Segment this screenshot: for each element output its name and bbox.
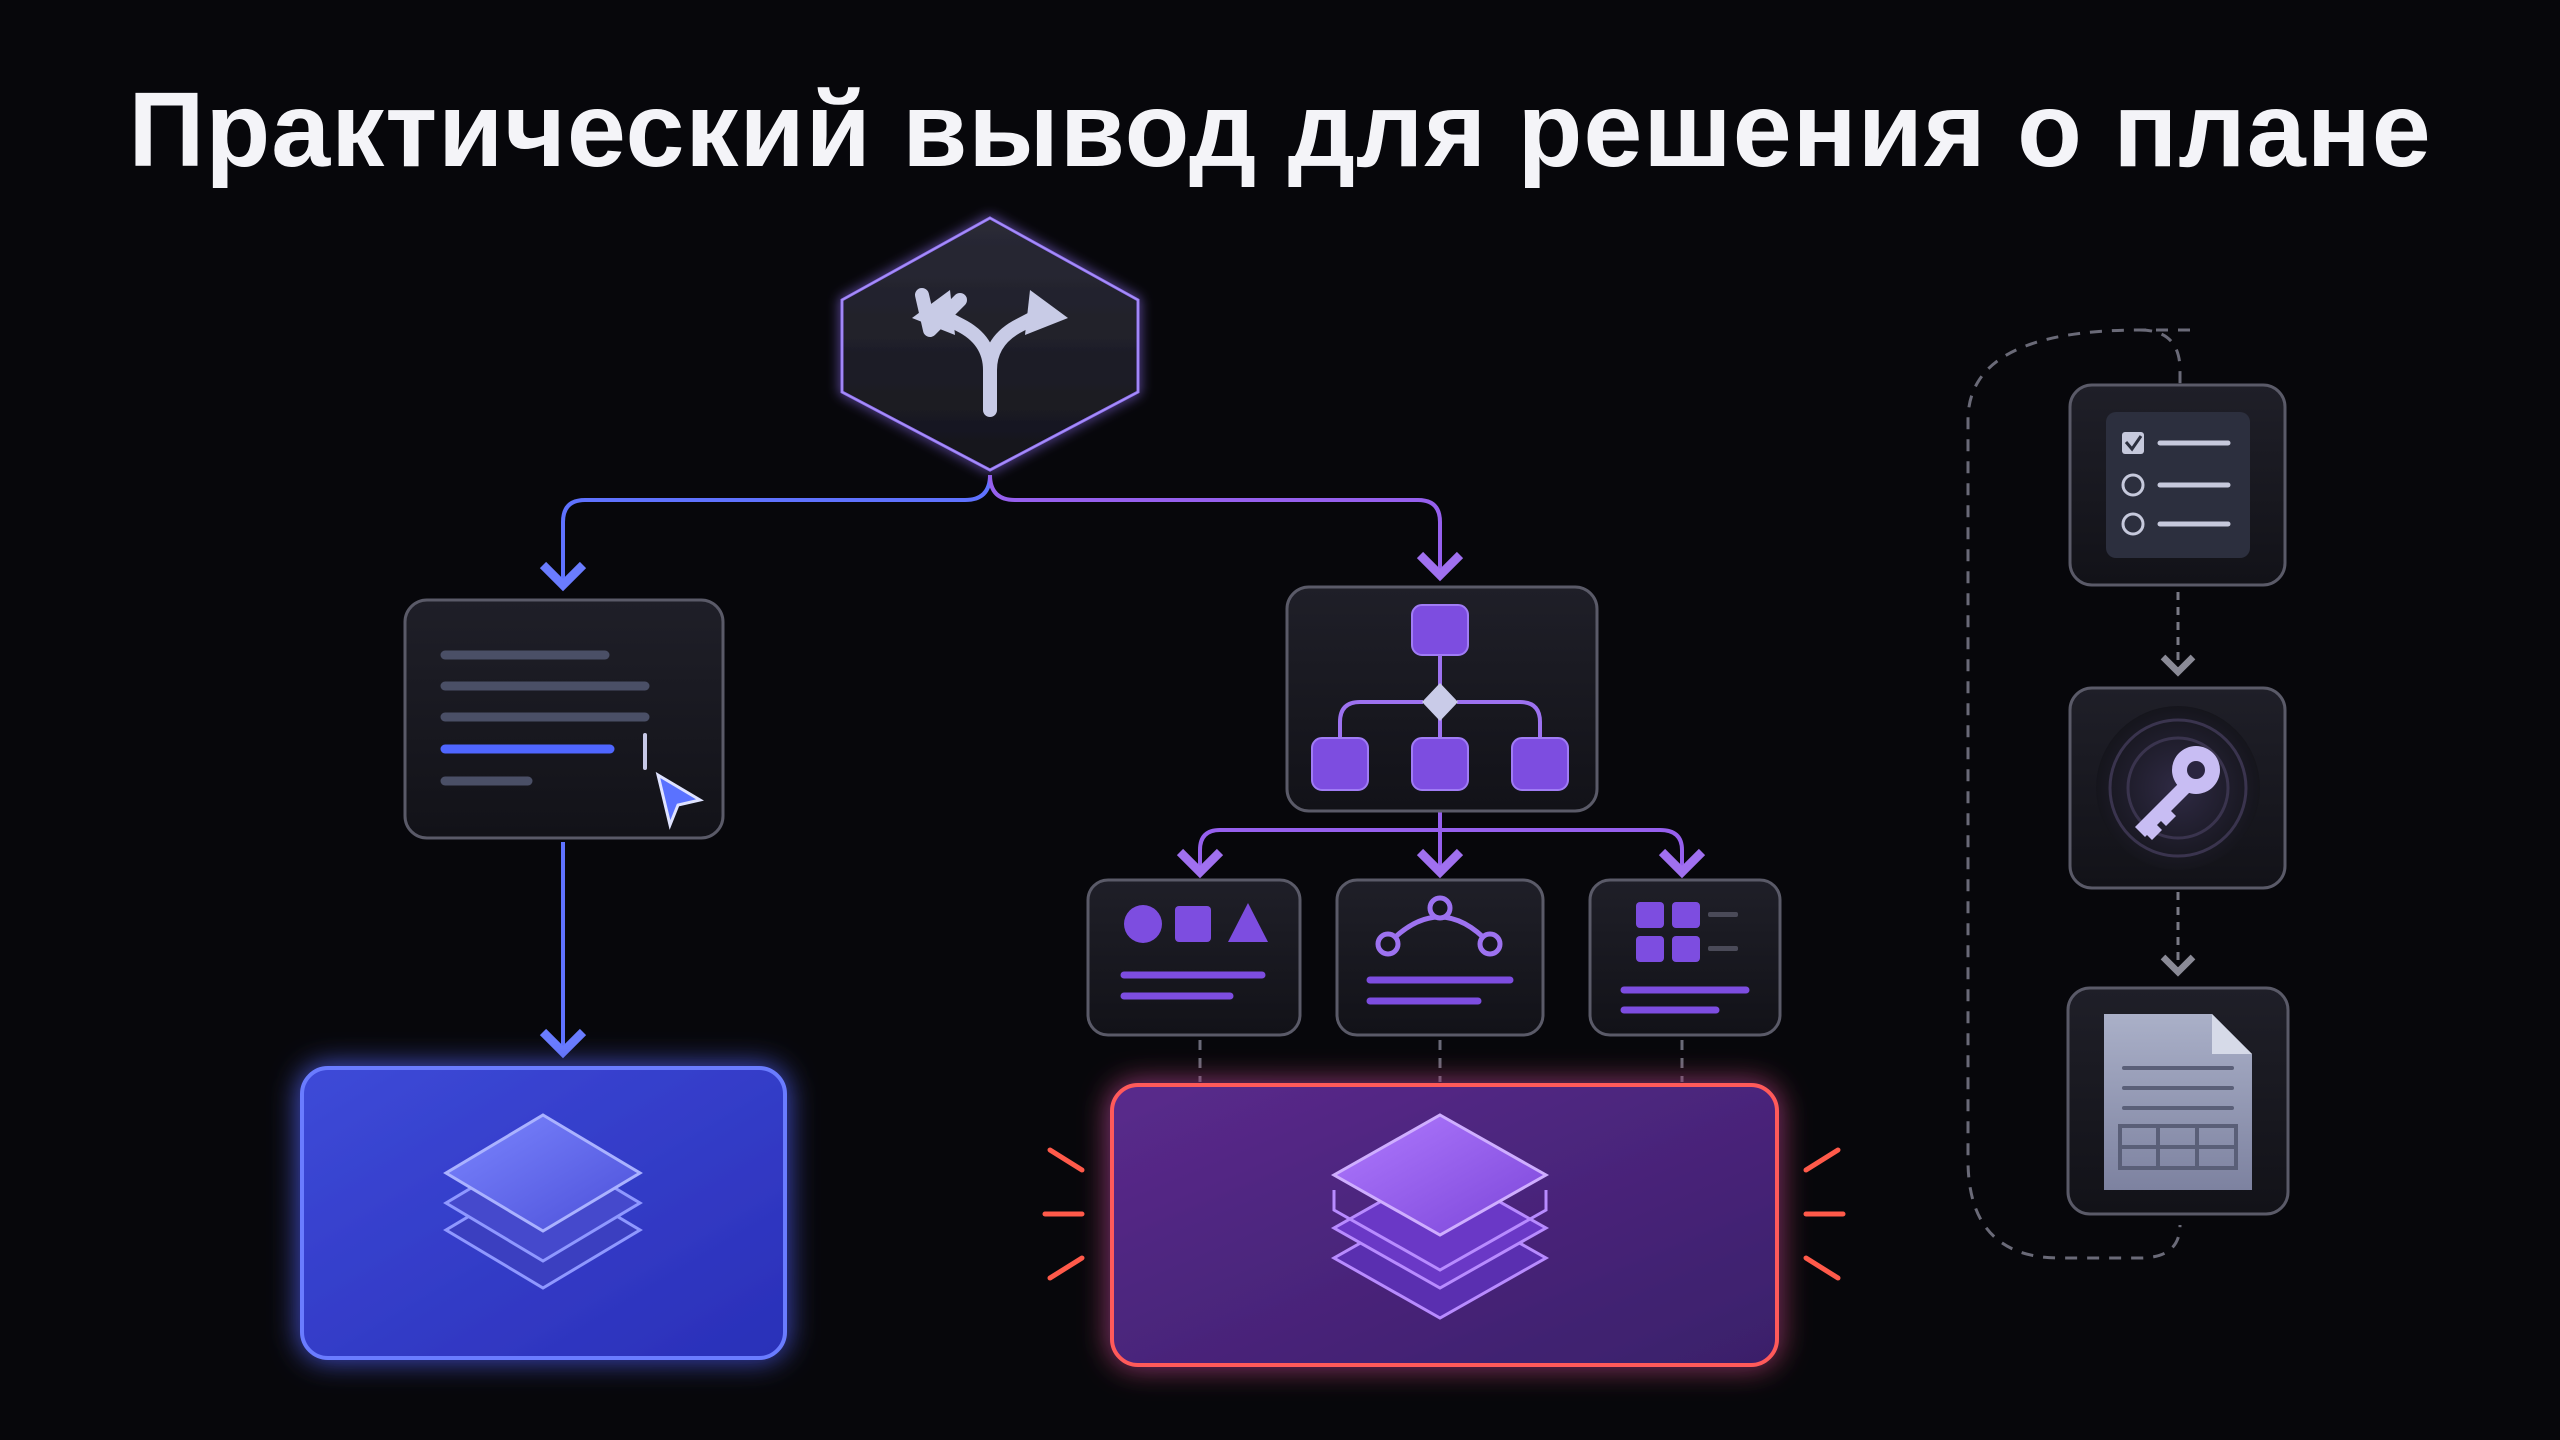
connector-org-to-grid	[1440, 828, 1706, 879]
document-table-icon	[2104, 1014, 2252, 1190]
text-form-with-cursor-icon	[440, 650, 650, 786]
fork-right-arrowhead	[1025, 290, 1068, 335]
org-chart-card	[1285, 585, 1599, 813]
dashed-loop	[1966, 328, 2190, 1260]
shapes-icon	[1124, 903, 1268, 943]
dashed-links-to-purple-box	[1198, 1040, 1684, 1082]
grid-card	[1588, 878, 1782, 1037]
fork-left-arrowhead	[912, 290, 955, 335]
key-icon	[2135, 746, 2220, 840]
alert-rays-left	[1042, 1147, 1085, 1281]
grid-blocks-icon	[1636, 902, 1738, 962]
document-card	[2066, 986, 2290, 1216]
curve-nodes-icon	[1375, 895, 1503, 957]
blue-result-box	[300, 1066, 787, 1360]
connector-to-left-card	[539, 474, 992, 592]
shapes-card	[1086, 878, 1302, 1037]
graph-card	[1335, 878, 1545, 1037]
connectors	[539, 328, 2196, 1260]
key-card	[2068, 686, 2287, 890]
alert-rays-right	[1803, 1147, 1846, 1281]
text-form-card	[403, 598, 725, 840]
layers-stack-icon	[1330, 1113, 1550, 1320]
checklist-icon	[2106, 412, 2250, 558]
connector-org-to-shapes	[1176, 812, 1442, 879]
decision-node	[840, 216, 1140, 472]
hierarchy-flowchart-icon	[1311, 604, 1569, 791]
cursor-pointer-icon	[655, 771, 704, 830]
page-title: Практический вывод для решения о плане	[128, 71, 2432, 189]
connector-to-org-card	[988, 474, 1464, 582]
checklist-card	[2068, 383, 2287, 587]
layers-stack-icon	[443, 1113, 643, 1290]
purple-result-box	[1042, 1083, 1846, 1367]
